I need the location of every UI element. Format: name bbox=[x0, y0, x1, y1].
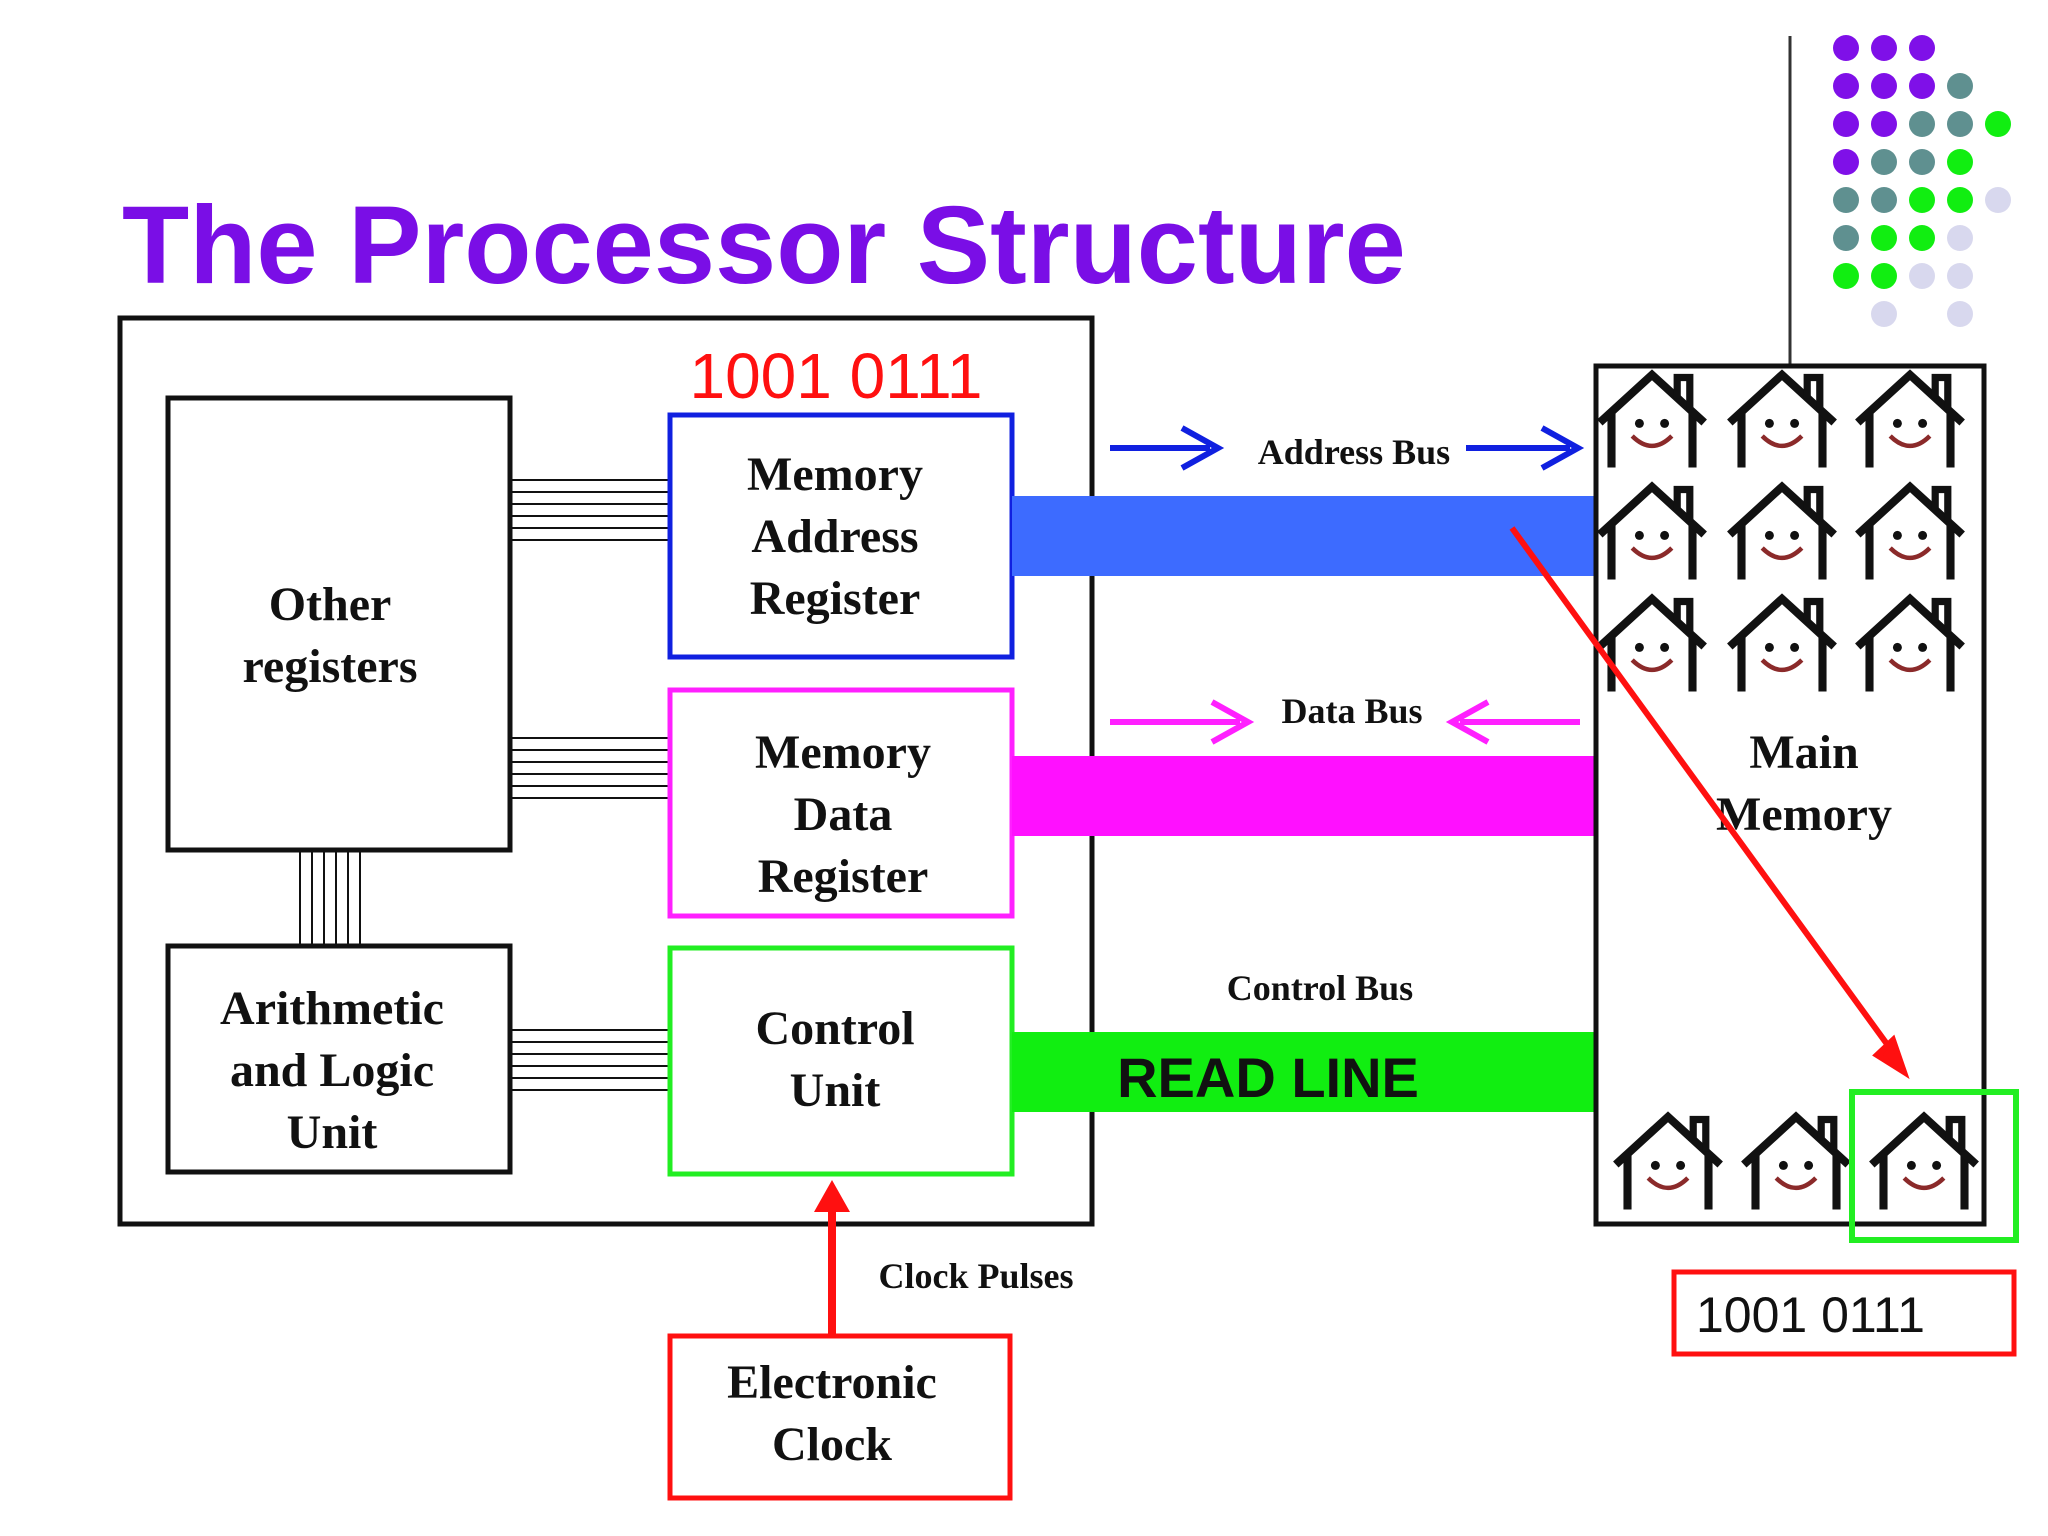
control-unit-box bbox=[667, 945, 1015, 1177]
internal-bus-wires bbox=[299, 479, 670, 1091]
decorative-dot bbox=[1871, 263, 1897, 289]
decorative-dot bbox=[1909, 35, 1935, 61]
mdr-label-2: Data bbox=[794, 788, 893, 841]
clock-label-1: Electronic bbox=[727, 1356, 937, 1409]
decorative-dot bbox=[1909, 187, 1935, 213]
control-bus-label: Control Bus bbox=[1227, 968, 1413, 1008]
decorative-dot bbox=[1947, 73, 1973, 99]
decorative-dot bbox=[1909, 263, 1935, 289]
decorative-dot bbox=[1909, 149, 1935, 175]
decorative-dot bbox=[1871, 301, 1897, 327]
mar-box bbox=[667, 412, 1015, 660]
other-registers-label-2: registers bbox=[242, 640, 417, 693]
decorative-dot bbox=[1947, 111, 1973, 137]
alu-label-2: and Logic bbox=[230, 1044, 434, 1097]
other-registers-label-1: Other bbox=[269, 578, 392, 631]
control-bus-bar bbox=[1012, 1032, 1596, 1112]
address-bus-arrow-left bbox=[1110, 425, 1225, 471]
mar-label-1: Memory bbox=[747, 448, 923, 501]
read-line-label: READ LINE bbox=[1117, 1046, 1419, 1109]
mar-label-2: Address bbox=[751, 510, 918, 563]
decorative-dot-grid bbox=[1833, 35, 2011, 327]
data-bus-bar bbox=[1012, 756, 1596, 836]
page-title: The Processor Structure bbox=[122, 184, 1406, 307]
decorative-dot bbox=[1833, 35, 1859, 61]
decorative-dot bbox=[1833, 149, 1859, 175]
address-bus-bar bbox=[1012, 496, 1596, 576]
mdr-label-1: Memory bbox=[755, 726, 931, 779]
address-bus-arrow-right bbox=[1466, 425, 1585, 471]
decorative-dot bbox=[1833, 73, 1859, 99]
alu-label-1: Arithmetic bbox=[220, 982, 444, 1035]
decorative-dot bbox=[1871, 111, 1897, 137]
mdr-box bbox=[667, 687, 1015, 919]
decorative-dot bbox=[1871, 149, 1897, 175]
memory-value-box bbox=[1671, 1269, 2017, 1357]
decorative-dot bbox=[1909, 111, 1935, 137]
mar-label-3: Register bbox=[750, 572, 921, 625]
electronic-clock-box bbox=[667, 1333, 1013, 1501]
decorative-dot bbox=[1833, 225, 1859, 251]
decorative-dot bbox=[1947, 263, 1973, 289]
decorative-dot bbox=[1909, 73, 1935, 99]
memory-value: 1001 0111 bbox=[1696, 1287, 1925, 1343]
data-bus-label: Data Bus bbox=[1281, 691, 1422, 731]
decorative-dot bbox=[1947, 225, 1973, 251]
decorative-dot bbox=[1871, 187, 1897, 213]
data-bus-arrow-right bbox=[1110, 699, 1255, 745]
main-memory-box bbox=[1593, 363, 1987, 1227]
decorative-dot bbox=[1833, 263, 1859, 289]
mdr-label-3: Register bbox=[758, 850, 929, 903]
decorative-dot bbox=[1909, 225, 1935, 251]
address-pointer-arrow bbox=[1509, 526, 1910, 1080]
control-unit-label-2: Unit bbox=[790, 1064, 881, 1117]
main-memory-label-1: Main bbox=[1749, 726, 1858, 779]
other-registers-box bbox=[165, 395, 513, 853]
main-memory-label-2: Memory bbox=[1716, 788, 1892, 841]
decorative-dot bbox=[1871, 225, 1897, 251]
decorative-dot bbox=[1833, 187, 1859, 213]
decorative-dot bbox=[1833, 111, 1859, 137]
clock-label-2: Clock bbox=[772, 1418, 892, 1471]
clock-pulses-label: Clock Pulses bbox=[878, 1256, 1073, 1296]
decorative-dot bbox=[1871, 73, 1897, 99]
address-bus-label: Address Bus bbox=[1258, 432, 1450, 472]
alu-label-3: Unit bbox=[287, 1106, 378, 1159]
decorative-dot bbox=[1947, 301, 1973, 327]
clock-pulse-arrow bbox=[814, 1180, 850, 1336]
decorative-dot bbox=[1871, 35, 1897, 61]
data-bus-arrow-left bbox=[1445, 699, 1580, 745]
mar-value: 1001 0111 bbox=[689, 340, 982, 412]
decorative-dot bbox=[1985, 187, 2011, 213]
decorative-dot bbox=[1947, 187, 1973, 213]
selected-memory-cell-highlight bbox=[1849, 1089, 2019, 1243]
control-unit-label-1: Control bbox=[755, 1002, 914, 1055]
decorative-dot bbox=[1947, 149, 1973, 175]
decorative-dot bbox=[1985, 111, 2011, 137]
alu-box bbox=[165, 943, 513, 1175]
